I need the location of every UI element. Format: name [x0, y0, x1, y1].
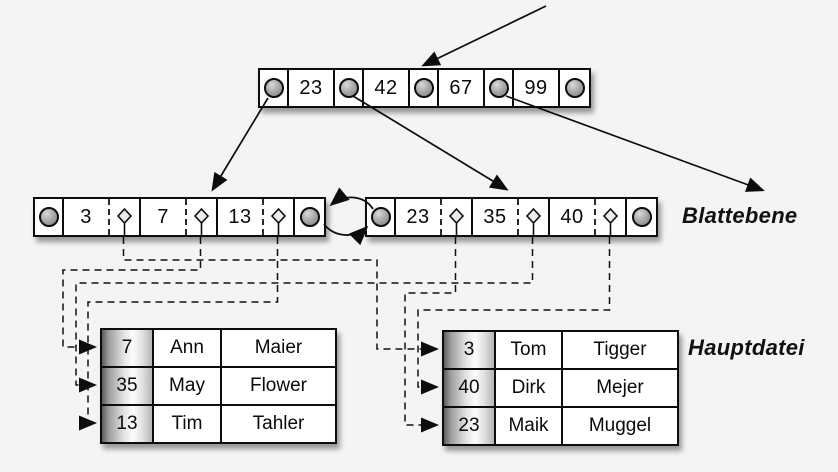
leaf-key: 23 [396, 199, 442, 235]
leaf-pointer-cell [367, 199, 396, 235]
leaf-key: 7 [141, 199, 187, 235]
record-last-name: Tigger [593, 339, 647, 360]
record-pointer-diamond [264, 199, 295, 235]
table-row: 40 Dirk Mejer [444, 370, 677, 408]
main-file-table-right: 3 Tom Tigger 40 Dirk Mejer 23 Maik Mugge… [442, 330, 679, 446]
arrow-root-to-next-leaf [505, 95, 765, 192]
record-key: 3 [444, 332, 496, 368]
root-key: 23 [289, 70, 335, 106]
record-key: 35 [102, 368, 154, 404]
leaf-key: 35 [473, 199, 519, 235]
root-pointer-cell [410, 70, 439, 106]
record-last-name: Flower [249, 375, 307, 396]
record-last-name: Tahler [252, 413, 305, 434]
record-pointer-diamond [596, 199, 627, 235]
record-first-name: Tim [154, 406, 222, 442]
pointer-circle-icon [488, 78, 509, 98]
root-pointer-cell [560, 70, 589, 106]
table-row: 35 May Flower [102, 368, 335, 406]
record-pointer-diamond [442, 199, 473, 235]
pointer-circle-icon [370, 207, 391, 227]
record-key: 7 [102, 330, 154, 366]
record-pointer-diamond [519, 199, 550, 235]
table-row: 23 Maik Muggel [444, 408, 677, 444]
leaf-pointer-cell [295, 199, 324, 235]
root-pointer-cell [335, 70, 364, 106]
record-first-name: Tom [496, 332, 563, 368]
arrow-root-to-left-leaf [211, 97, 269, 192]
record-key: 23 [444, 408, 496, 444]
root-key: 99 [514, 70, 560, 106]
root-pointer-cell [485, 70, 514, 106]
main-file-table-left: 7 Ann Maier 35 May Flower 13 Tim Tahler [100, 328, 337, 444]
record-first-name: Dirk [496, 370, 563, 406]
pointer-circle-icon [631, 207, 652, 227]
incoming-root-arrow [421, 5, 547, 67]
leaf-key: 13 [218, 199, 264, 235]
root-node: 23 42 67 99 [258, 68, 591, 108]
pointer-circle-icon [299, 207, 320, 227]
record-last-name: Muggel [588, 415, 652, 436]
table-row: 13 Tim Tahler [102, 406, 335, 442]
leaf-pointer-cell [627, 199, 656, 235]
record-first-name: May [154, 368, 222, 404]
sibling-link-arrow-right [323, 223, 369, 246]
root-key: 67 [439, 70, 485, 106]
main-file-label: Hauptdatei [688, 335, 805, 360]
table-row: 3 Tom Tigger [444, 332, 677, 370]
pointer-circle-icon [413, 78, 434, 98]
pointer-circle-icon [564, 78, 585, 98]
record-last-name: Maier [254, 337, 303, 358]
pointer-circle-icon [263, 78, 284, 98]
pointer-circle-icon [38, 207, 59, 227]
leaf-node-left: 3 7 13 [33, 197, 326, 237]
leaf-node-right: 23 35 40 [365, 197, 658, 237]
pointer-circle-icon [338, 78, 359, 98]
record-first-name: Maik [496, 408, 563, 444]
record-last-name: Mejer [596, 377, 644, 398]
record-key: 13 [102, 406, 154, 442]
table-row: 7 Ann Maier [102, 330, 335, 368]
record-pointer-diamond [187, 199, 218, 235]
arrow-root-to-right-leaf [352, 95, 509, 191]
leaf-level-label: Blattebene [682, 203, 798, 228]
record-key: 40 [444, 370, 496, 406]
leaf-key: 40 [550, 199, 596, 235]
leaf-key: 3 [64, 199, 110, 235]
leaf-pointer-cell [35, 199, 64, 235]
root-pointer-cell [260, 70, 289, 106]
record-pointer-diamond [110, 199, 141, 235]
root-key: 42 [364, 70, 410, 106]
record-first-name: Ann [154, 330, 222, 366]
